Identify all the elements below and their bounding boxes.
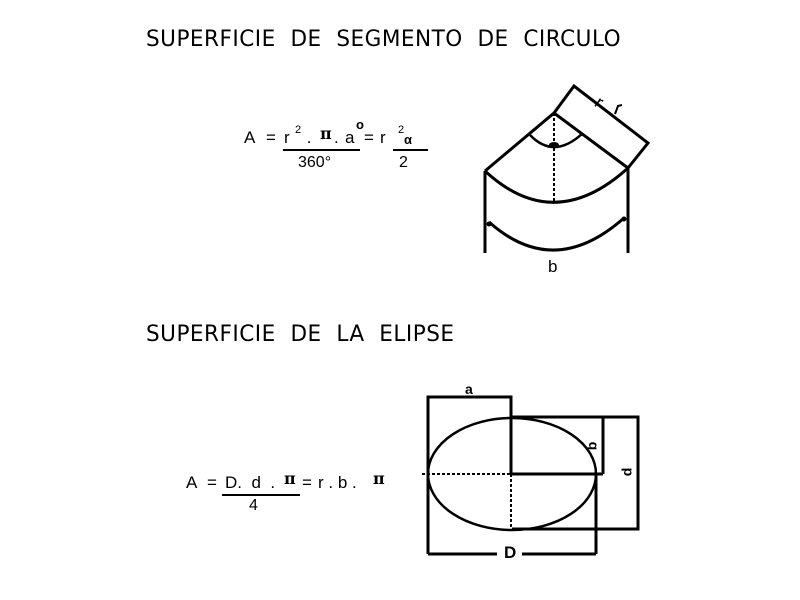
semi-axis-b-label: b — [583, 441, 600, 451]
formula-eq: = — [266, 128, 276, 147]
formula-rhs: r . b . — [318, 473, 357, 492]
formula-eq: = — [302, 473, 312, 492]
formula-exponent: 2 — [398, 124, 405, 136]
circle-segment-diagram — [483, 83, 651, 253]
formula-denominator: 2 — [399, 154, 408, 171]
pi-symbol: π — [320, 124, 332, 143]
formula-dot: . — [302, 128, 312, 147]
segment-title: SUPERFICIE DE SEGMENTO DE CIRCULO — [146, 27, 622, 52]
pi-symbol: π — [373, 469, 385, 488]
formula-exponent: 2 — [295, 124, 302, 136]
degree-symbol: o — [356, 117, 364, 132]
formula-lhs: A — [186, 473, 198, 492]
ellipse-title: SUPERFICIE DE LA ELIPSE — [146, 322, 455, 347]
formula-alpha-var: a — [345, 128, 355, 147]
formula-numerator: D. d . — [225, 473, 276, 492]
arc-label: b — [548, 257, 558, 276]
minor-axis-d-label: d — [618, 467, 635, 477]
formula-denominator: 360° — [298, 154, 332, 171]
pi-symbol: π — [284, 469, 296, 488]
major-axis-D-label: D — [504, 543, 517, 562]
alpha-symbol: α — [404, 132, 412, 147]
formula-rhs-r: r — [380, 128, 386, 147]
formula-eq: = — [207, 473, 217, 492]
formula-numerator-r: r — [284, 128, 290, 147]
ellipse-diagram — [422, 395, 640, 556]
formula-lhs: A — [244, 128, 256, 147]
semi-axis-a-label: a — [465, 381, 473, 397]
formula-eq: = — [364, 128, 374, 147]
formula-dot: . — [334, 128, 339, 147]
formula-denominator: 4 — [249, 497, 258, 514]
